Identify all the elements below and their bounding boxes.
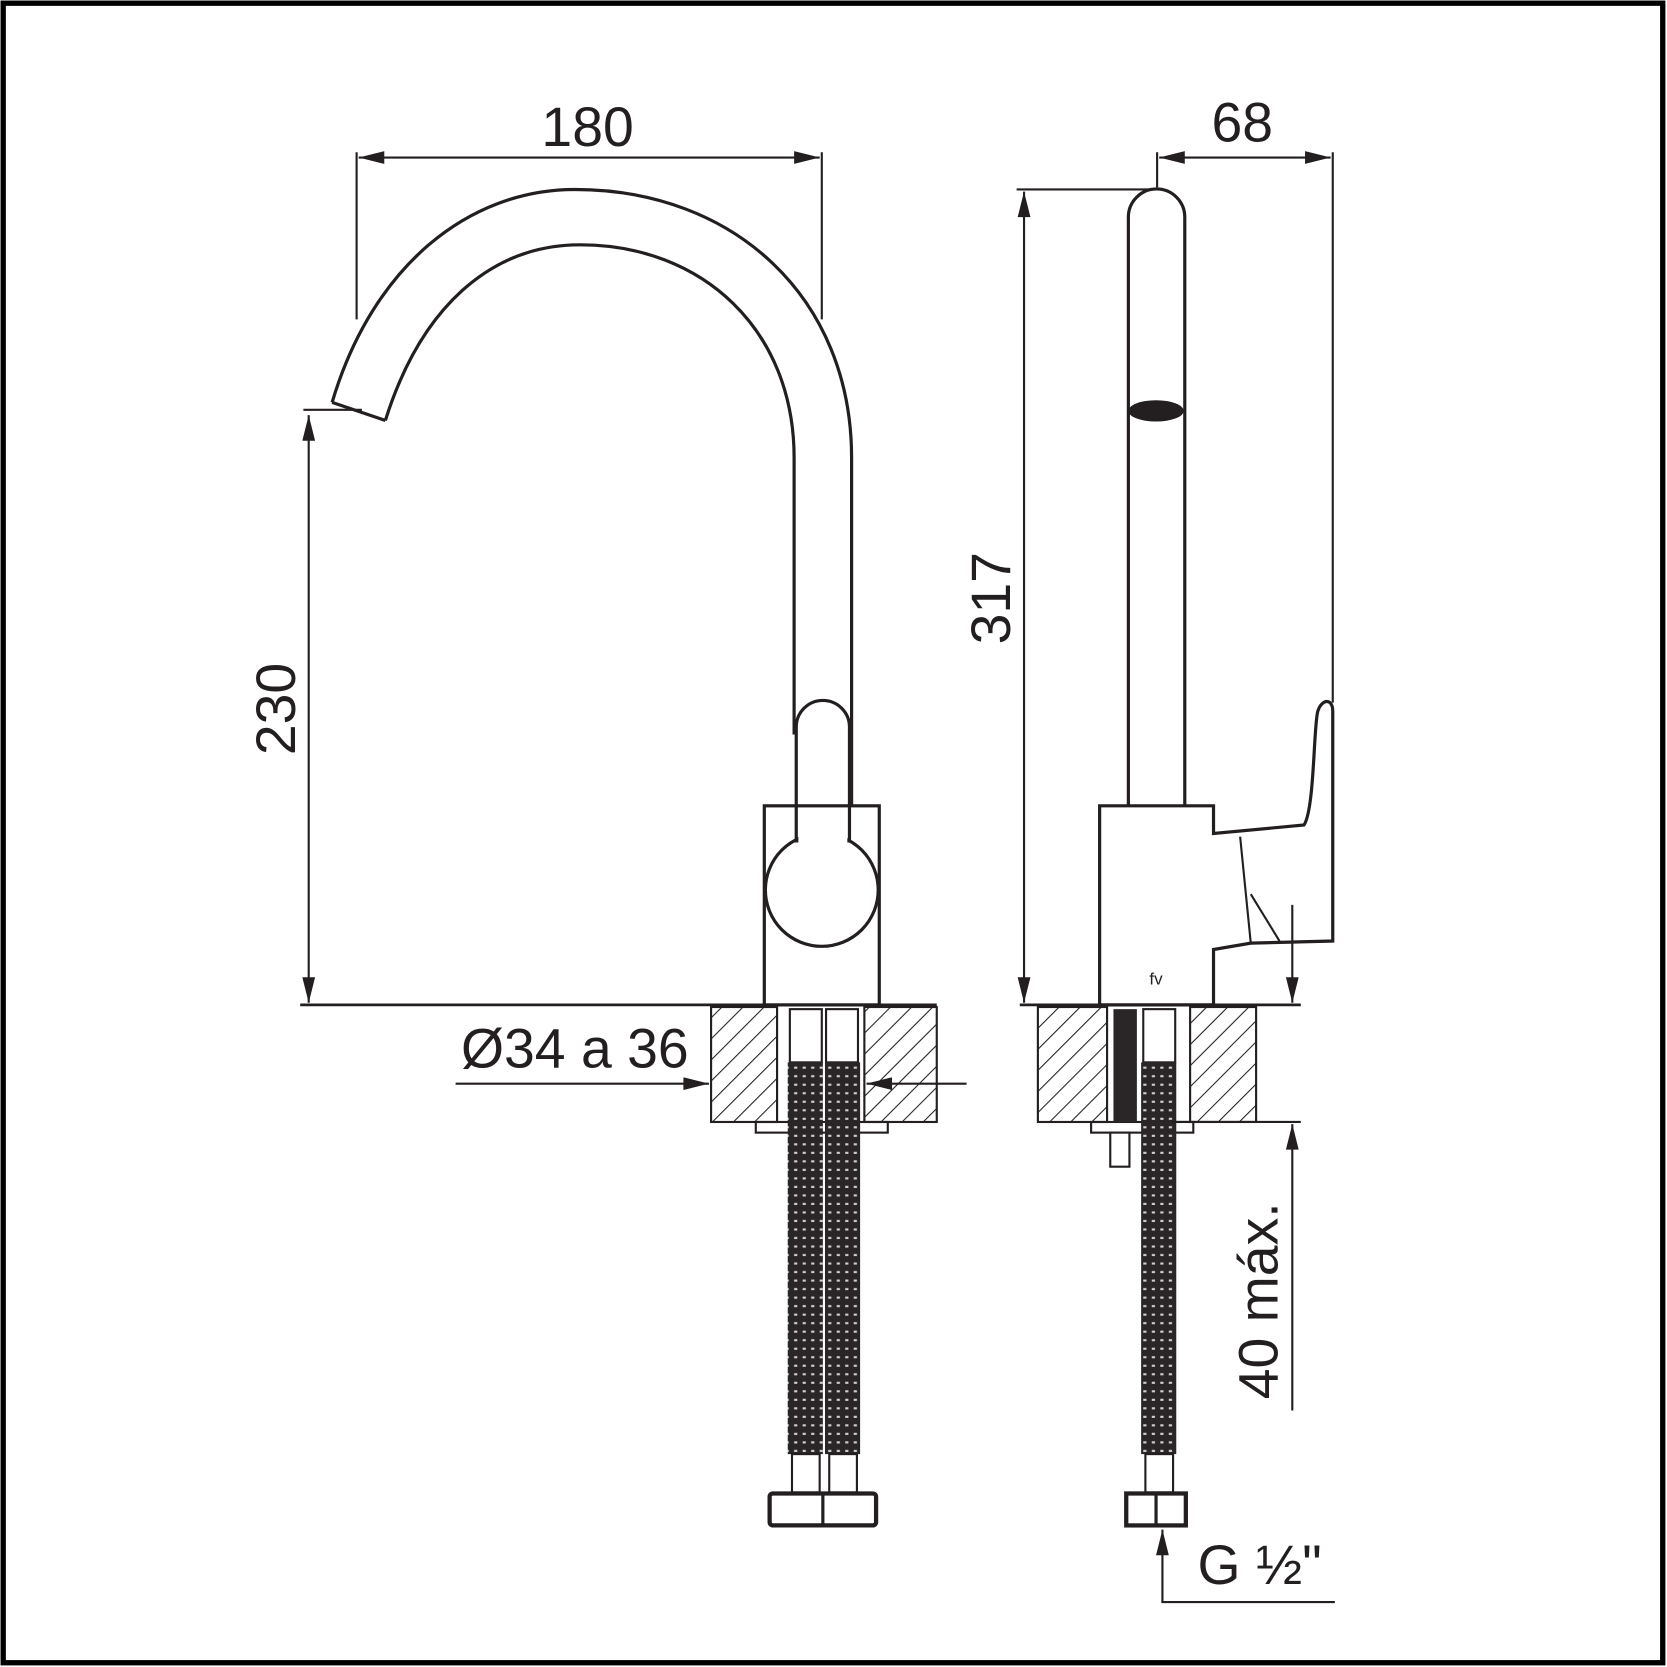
width-dimension: 180: [355, 96, 823, 320]
spout-height-dimension: 230: [245, 408, 362, 1003]
body-and-handle: [762, 698, 881, 1007]
brand-logo: fv: [1149, 970, 1163, 989]
hole-diameter-dimension: Ø34 a 36: [455, 1018, 967, 1091]
side-spout-tube: [1126, 187, 1187, 806]
countertop-thickness-label: 40 máx.: [1227, 1202, 1289, 1399]
supply-hoses: [767, 1008, 879, 1528]
side-body-and-handle: fv: [1098, 699, 1335, 1007]
depth-dimension: 68: [1156, 92, 1334, 703]
spout-height-label: 230: [245, 663, 307, 755]
countertop-section: [710, 1005, 938, 1134]
countertop-thickness-dimension: 40 máx.: [1170, 904, 1301, 1411]
side-supply-hose: [1124, 1008, 1188, 1528]
connection-label: G ½": [1198, 1534, 1322, 1596]
total-height-dimension: 317: [960, 188, 1155, 1003]
width-label: 180: [541, 96, 633, 158]
total-height-label: 317: [960, 552, 1022, 644]
connection-dimension: G ½": [1156, 1529, 1335, 1604]
front-view: 180 230: [245, 96, 967, 1528]
depth-label: 68: [1211, 92, 1273, 154]
spout: [330, 187, 854, 806]
side-view: 68 317 fv: [960, 92, 1335, 1604]
hole-diameter-label: Ø34 a 36: [461, 1018, 689, 1080]
